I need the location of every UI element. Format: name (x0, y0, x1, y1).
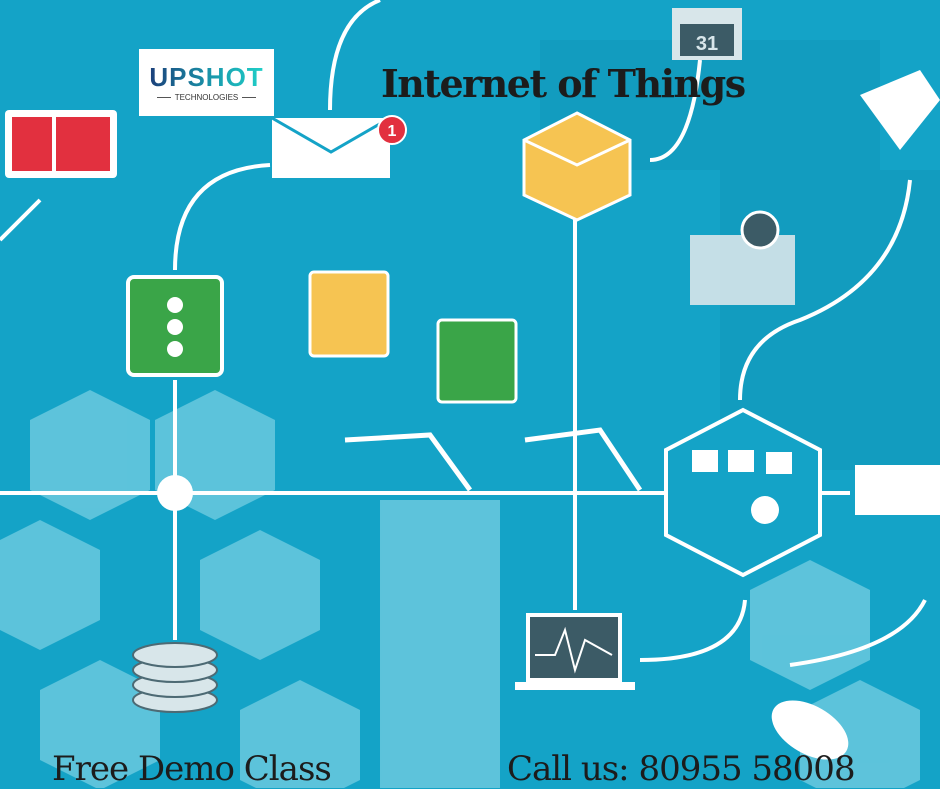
document-icon (5, 110, 117, 178)
upshot-logo: UPSHOT TECHNOLOGIES (139, 49, 274, 116)
traffic-light-icon (126, 275, 224, 377)
database-icon (132, 642, 218, 713)
calendar-day: 31 (696, 33, 718, 55)
map-pin-icon (690, 210, 795, 305)
spreadsheet-icon (308, 270, 390, 358)
logo-sub-text: TECHNOLOGIES (153, 93, 261, 102)
call-us-text: Call us: 80955 58008 (507, 749, 856, 789)
satellite-icon (860, 70, 940, 150)
hexagon-background (0, 390, 920, 788)
satellite-dish-icon (771, 700, 849, 760)
logo-main-text: UPSHOT (149, 62, 264, 92)
robot-arm-icon (344, 427, 643, 492)
calendar-icon: 31 (672, 8, 742, 60)
chart-board-icon (436, 318, 518, 404)
factory-hexagon-icon (664, 407, 822, 578)
free-demo-text: Free Demo Class (52, 749, 332, 789)
laptop-monitor-icon (515, 613, 635, 690)
package-box-icon (522, 111, 632, 222)
page-title: Internet of Things (381, 61, 746, 106)
notification-count: 1 (388, 123, 397, 140)
mail-icon: 1 (271, 115, 407, 178)
delivery-truck-icon (855, 465, 940, 515)
connection-lines (0, 0, 927, 667)
